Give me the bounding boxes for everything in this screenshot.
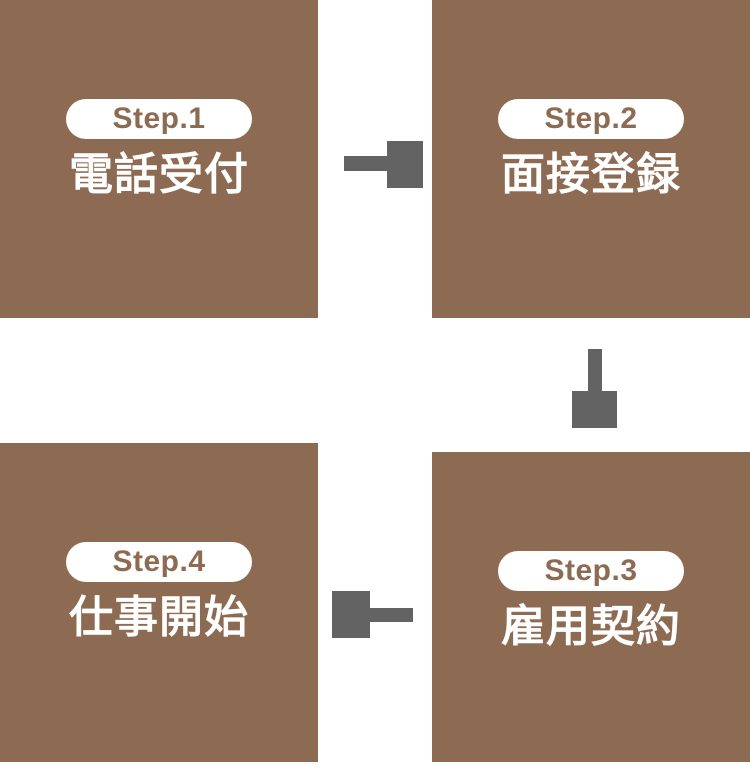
arrow-left-shaft [370,608,413,622]
step-3-badge-label: Step.3 [544,554,638,587]
step-card-1: Step.1 電話受付 [0,0,318,318]
step-3-badge: Step.3 [498,551,684,591]
step-4-badge-label: Step.4 [112,545,206,578]
arrow-right-shaft [344,156,387,171]
step-1-badge: Step.1 [66,99,252,139]
step-2-badge-label: Step.2 [544,102,638,135]
arrow-down-shaft [588,349,602,391]
arrow-down-head [572,391,617,428]
step-card-3: Step.3 雇用契約 [432,452,750,762]
step-4-badge: Step.4 [66,542,252,582]
arrow-left-head [332,591,370,638]
step-card-4: Step.4 仕事開始 [0,443,318,762]
step-2-badge: Step.2 [498,99,684,139]
step-1-badge-label: Step.1 [112,102,206,135]
step-3-title: 雇用契約 [501,602,681,651]
step-card-2: Step.2 面接登録 [432,0,750,318]
step-4-title: 仕事開始 [69,593,249,642]
step-2-title: 面接登録 [501,150,681,199]
arrow-right-head [387,141,423,188]
step-1-title: 電話受付 [69,150,249,199]
